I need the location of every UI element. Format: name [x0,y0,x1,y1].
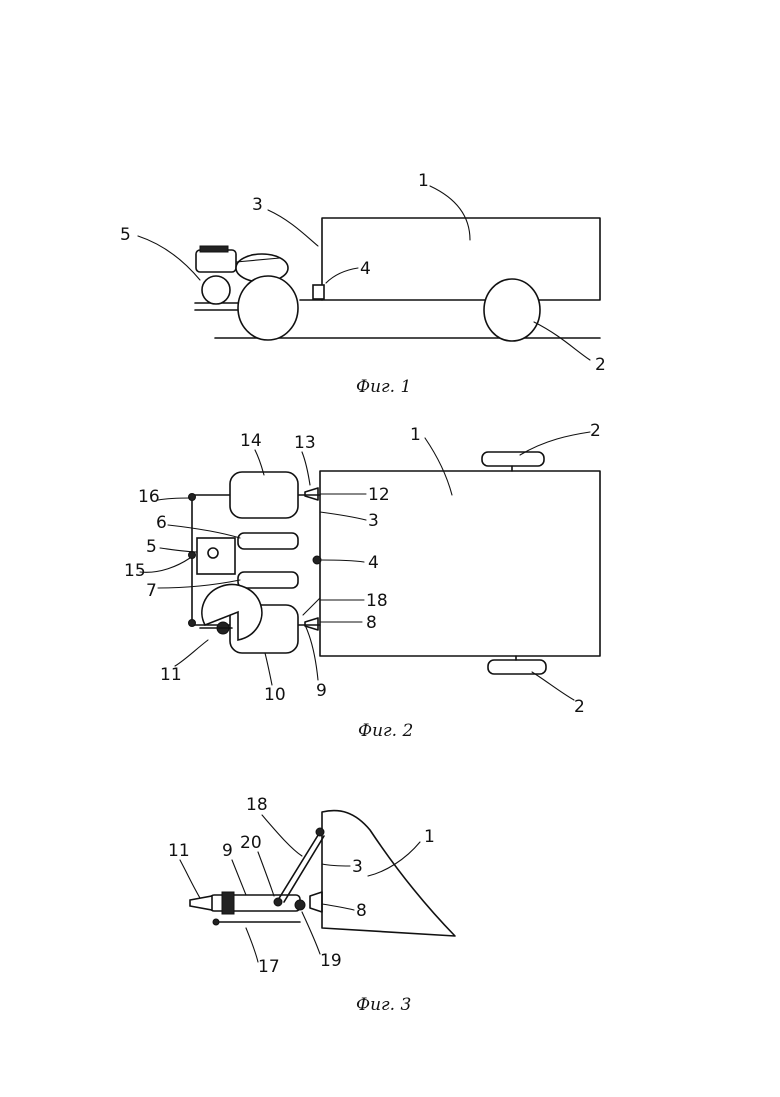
label-2a: 2 [590,421,601,441]
label-17: 17 [258,957,280,977]
caption-fig-1: Фиг. 1 [356,377,411,397]
joint-16 [189,494,196,501]
leader-3 [268,210,318,246]
label-3: 3 [368,511,379,531]
label-18: 18 [366,591,388,611]
figure-3: 1 3 8 9 11 17 18 19 20 Фиг. 3 [168,795,455,1015]
joint-15 [189,552,196,559]
label-8: 8 [366,613,377,633]
motor-11-side [190,896,212,910]
engine-pulley [202,276,230,304]
trailer-wheel-bottom [488,660,546,674]
pivot-20 [274,898,282,906]
label-14: 14 [240,431,262,451]
label-6: 6 [156,513,167,533]
label-11: 11 [168,841,190,861]
leader-11 [180,860,200,898]
label-9: 9 [222,841,233,861]
leader-13 [302,452,310,485]
label-19: 19 [320,951,342,971]
label-11: 11 [160,665,182,685]
leader-5 [138,236,200,280]
label-18: 18 [246,795,268,815]
caption-fig-2: Фиг. 2 [358,721,413,741]
bar-17-end [213,919,219,925]
label-13: 13 [294,433,316,453]
leader-1 [430,186,470,240]
label-16: 16 [138,487,160,507]
leader-4 [326,268,358,283]
label-7: 7 [146,581,157,601]
leader-2b [532,672,574,700]
label-9: 9 [316,681,327,701]
rear-wheel [484,279,540,341]
link-18 [303,598,320,615]
trailer-body-top [320,471,600,656]
label-10: 10 [264,685,286,705]
label-8: 8 [356,901,367,921]
label-12: 12 [368,485,390,505]
tractor-wheel-14 [230,472,298,518]
caption-fig-3: Фиг. 3 [356,995,411,1015]
label-2b: 2 [574,697,585,717]
label-4: 4 [360,259,371,279]
label-5: 5 [120,225,131,245]
label-15: 15 [124,561,146,581]
leader-15 [140,558,190,572]
leader-8 [322,904,354,910]
leader-9 [305,625,318,680]
leader-3 [320,512,366,520]
leader-17 [246,928,258,962]
trailer-wheel-top [482,452,544,466]
coupling-12 [305,488,318,500]
label-3: 3 [252,195,263,215]
label-1: 1 [418,171,429,191]
trailer-side-profile [322,811,455,936]
label-1: 1 [424,827,435,847]
leader-6 [168,525,240,538]
leader-16 [158,498,190,500]
label-5: 5 [146,537,157,557]
pivot-19 [295,900,305,910]
part-6 [238,533,298,549]
joint-front-low [189,620,196,627]
leader-3 [322,864,350,866]
label-1: 1 [410,425,421,445]
leader-4 [320,560,364,562]
figure-1: 1 2 3 4 5 Фиг. 1 [120,171,606,397]
label-20: 20 [240,833,262,853]
engine-block [196,250,236,272]
label-3: 3 [352,857,363,877]
leader-11 [175,640,208,666]
coupling-8 [310,892,322,912]
leader-9 [232,860,246,895]
figure-2: 1 2 2 3 4 5 6 7 8 9 10 11 12 13 14 15 16… [124,421,601,741]
motor-flange [222,892,234,914]
leader-1 [425,438,452,495]
leader-18 [262,815,302,856]
engine-fuel-tank [200,246,228,252]
front-wheel [238,276,298,340]
label-2: 2 [595,355,606,375]
link-18 [278,832,320,900]
part-7 [238,572,298,588]
pivot-top [316,828,324,836]
leader-10 [265,653,272,685]
label-4: 4 [368,553,379,573]
leader-1 [368,842,420,876]
leader-19 [302,912,320,954]
hitch-block [313,285,324,299]
leader-20 [258,852,274,896]
leader-2 [534,322,590,360]
